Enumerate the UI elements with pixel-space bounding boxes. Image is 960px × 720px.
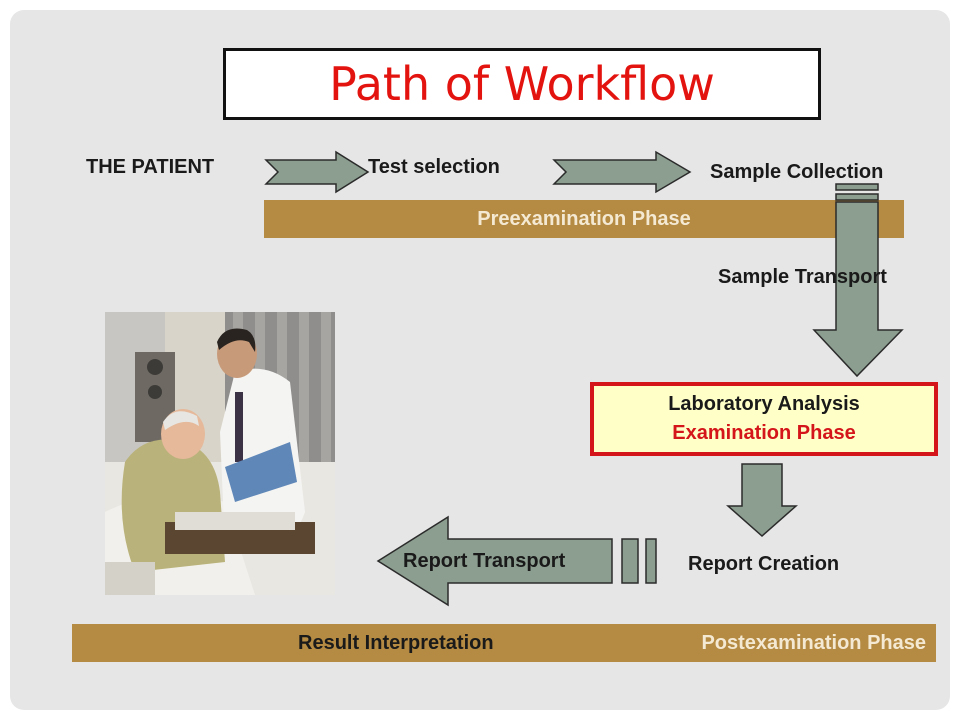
arrow-left-icon: [376, 515, 657, 607]
step-report-creation: Report Creation: [688, 553, 840, 575]
arrow-right-icon: [264, 150, 370, 194]
title-box: Path of Workflow: [223, 48, 821, 120]
step-test-selection: Test selection: [368, 156, 500, 178]
postexamination-phase-bar: Result Interpretation Postexamination Ph…: [72, 624, 936, 662]
examination-phase-label: Examination Phase: [672, 422, 856, 444]
doctor-patient-photo: [105, 312, 335, 595]
arrow-right-icon: [552, 150, 692, 194]
step-laboratory-analysis: Laboratory Analysis: [668, 393, 860, 415]
arrow-down-icon: [726, 463, 798, 538]
laboratory-analysis-box: Laboratory Analysis Examination Phase: [590, 382, 938, 456]
step-sample-collection: Sample Collection: [710, 161, 884, 183]
arrow-down-icon: [812, 183, 904, 378]
postexamination-phase-label: Postexamination Phase: [701, 632, 926, 654]
step-the-patient: THE PATIENT: [86, 156, 215, 178]
step-report-transport: Report Transport: [403, 550, 566, 572]
step-result-interpretation: Result Interpretation: [298, 632, 494, 654]
slide: Path of Workflow THE PATIENT Test select…: [10, 10, 950, 710]
preexamination-phase-label: Preexamination Phase: [477, 207, 691, 230]
preexamination-phase-bar: Preexamination Phase: [264, 200, 904, 238]
page-title: Path of Workflow: [329, 57, 715, 111]
step-sample-transport: Sample Transport: [718, 266, 887, 288]
